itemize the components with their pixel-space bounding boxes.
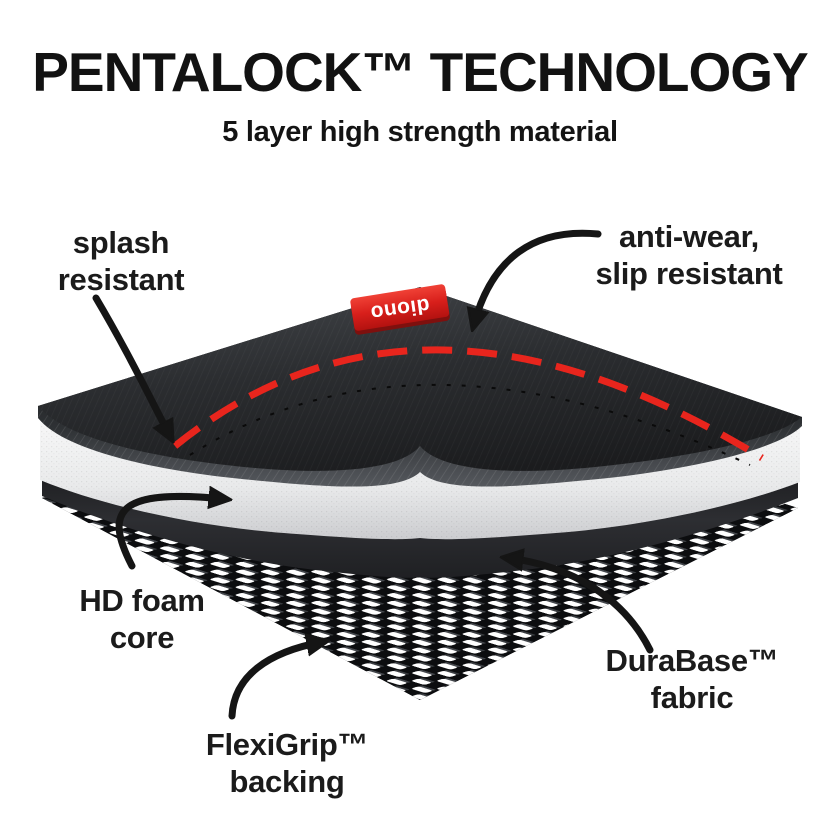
stitch-line-red [172, 346, 764, 461]
durabase-arrow [508, 558, 654, 654]
anti-wear-arrow [474, 229, 602, 324]
label-flexigrip-backing: FlexiGrip™ backing [205, 726, 369, 800]
label-hd-foam-core: HD foam core [79, 582, 205, 656]
hd-foam-arrow [115, 496, 224, 570]
label-line: backing [229, 764, 345, 800]
brand-badge: diono [350, 284, 450, 335]
label-line: resistant [57, 262, 185, 298]
page-subtitle: 5 layer high strength material [222, 116, 618, 148]
label-durabase-fabric: DuraBase™ fabric [605, 642, 778, 716]
top-surface-layer [38, 287, 802, 471]
label-line: slip resistant [595, 256, 783, 292]
label-anti-wear: anti-wear, slip resistant [595, 218, 782, 292]
label-line: fabric [650, 680, 734, 716]
label-line: splash [72, 225, 170, 260]
label-line: anti-wear, [618, 219, 759, 254]
splash-resistant-arrow [92, 294, 170, 436]
label-line: FlexiGrip™ [205, 727, 369, 762]
hd-foam-layer [40, 422, 800, 540]
label-line: core [109, 620, 175, 656]
label-line: DuraBase™ [605, 643, 779, 678]
page-title: PENTALOCK™ TECHNOLOGY [32, 41, 808, 103]
flexigrip-arrow [228, 642, 322, 720]
label-splash-resistant: splash resistant [58, 224, 185, 298]
label-line: HD foam [79, 583, 205, 618]
durabase-fabric-layer [42, 462, 798, 578]
